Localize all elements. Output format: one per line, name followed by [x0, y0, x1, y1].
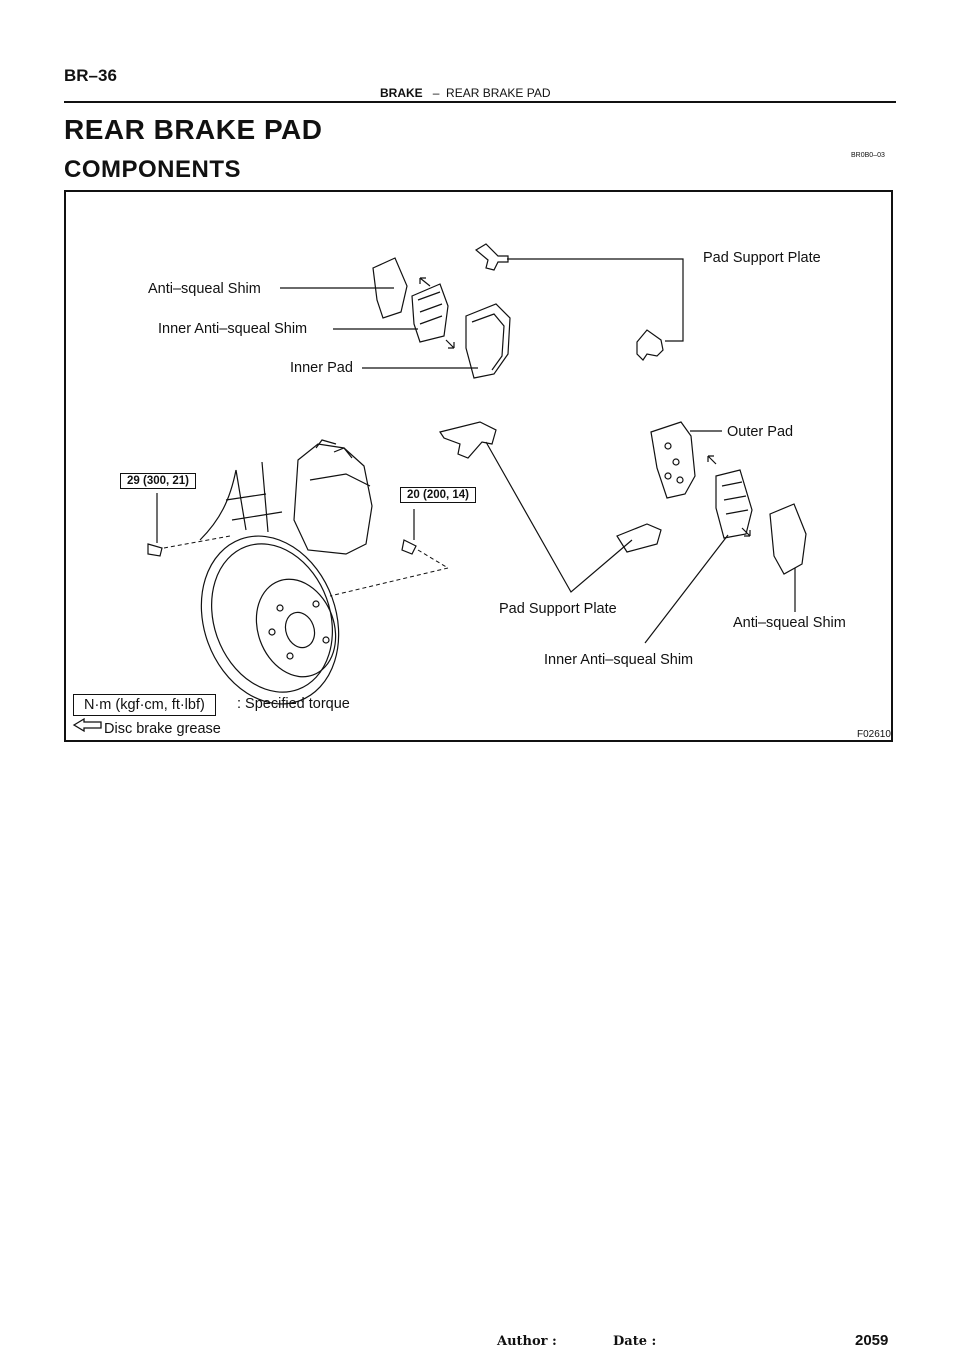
pad-support-plate-top-part: [474, 243, 509, 271]
label-pad-support-plate-top: Pad Support Plate: [703, 250, 821, 266]
header-separator: –: [432, 86, 440, 100]
header-rule: [64, 101, 896, 103]
bolt-left: [147, 543, 163, 557]
label-inner-anti-squeal-shim-right: Inner Anti–squeal Shim: [544, 652, 694, 668]
label-inner-pad: Inner Pad: [290, 360, 353, 376]
page-title: REAR BRAKE PAD: [64, 114, 323, 145]
torque-right-box: 20 (200, 14): [400, 487, 477, 503]
document-code: BR0B0–03: [851, 152, 885, 159]
header-subsection: REAR BRAKE PAD: [446, 86, 551, 100]
torque-legend-text: : Specified torque: [237, 696, 350, 712]
bolt-left-alignment: [163, 535, 231, 549]
anti-squeal-shim-left-part: [372, 257, 408, 319]
torque-left-box: 29 (300, 21): [120, 473, 197, 489]
inner-pad-part: [465, 303, 511, 379]
leader-pad-support-plate-top: [507, 258, 684, 342]
anti-squeal-shim-right-part: [769, 503, 807, 575]
torque-unit-legend: N·m (kgf·cm, ft·lbf): [73, 694, 216, 716]
label-outer-pad: Outer Pad: [727, 424, 794, 440]
footer-date-label: Date :: [613, 1334, 657, 1349]
leader-inner-anti-squeal-shim-right: [644, 534, 729, 644]
label-anti-squeal-shim-right: Anti–squeal Shim: [733, 615, 846, 631]
disc-rotor-outer: [200, 535, 340, 705]
bolt-right-alignment: [329, 549, 450, 597]
label-inner-anti-squeal-shim-left: Inner Anti–squeal Shim: [158, 321, 308, 337]
grease-arrow-icon: [72, 717, 102, 733]
footer-author-label: Author :: [497, 1334, 557, 1349]
disc-rotor-hub: [255, 578, 337, 678]
pad-support-plate-middle-part: [616, 523, 662, 553]
inner-anti-squeal-shim-left-part: [411, 283, 449, 343]
bolt-right: [401, 539, 417, 555]
footer-page-number: 2059: [855, 1332, 889, 1349]
pad-support-plate-top-clip: [636, 329, 664, 361]
label-pad-support-plate-bottom: Pad Support Plate: [499, 601, 617, 617]
grease-legend-text: Disc brake grease: [104, 721, 221, 737]
brake-hose-lines: [225, 461, 283, 533]
pad-support-plate-bottom-part: [439, 421, 497, 459]
outer-pad-part: [650, 421, 696, 499]
header-section-name: BRAKE: [380, 86, 423, 100]
leader-pad-support-plate-bottom: [485, 441, 633, 593]
components-figure: [64, 190, 893, 742]
caliper-part: [293, 443, 373, 555]
section-title: COMPONENTS: [64, 156, 242, 183]
inner-anti-squeal-shim-right-part: [715, 469, 753, 539]
header-section: BRAKE – REAR BRAKE PAD: [380, 86, 551, 100]
label-anti-squeal-shim-left: Anti–squeal Shim: [148, 281, 261, 297]
page-number: BR–36: [64, 66, 117, 85]
figure-code: F02610: [857, 729, 891, 740]
